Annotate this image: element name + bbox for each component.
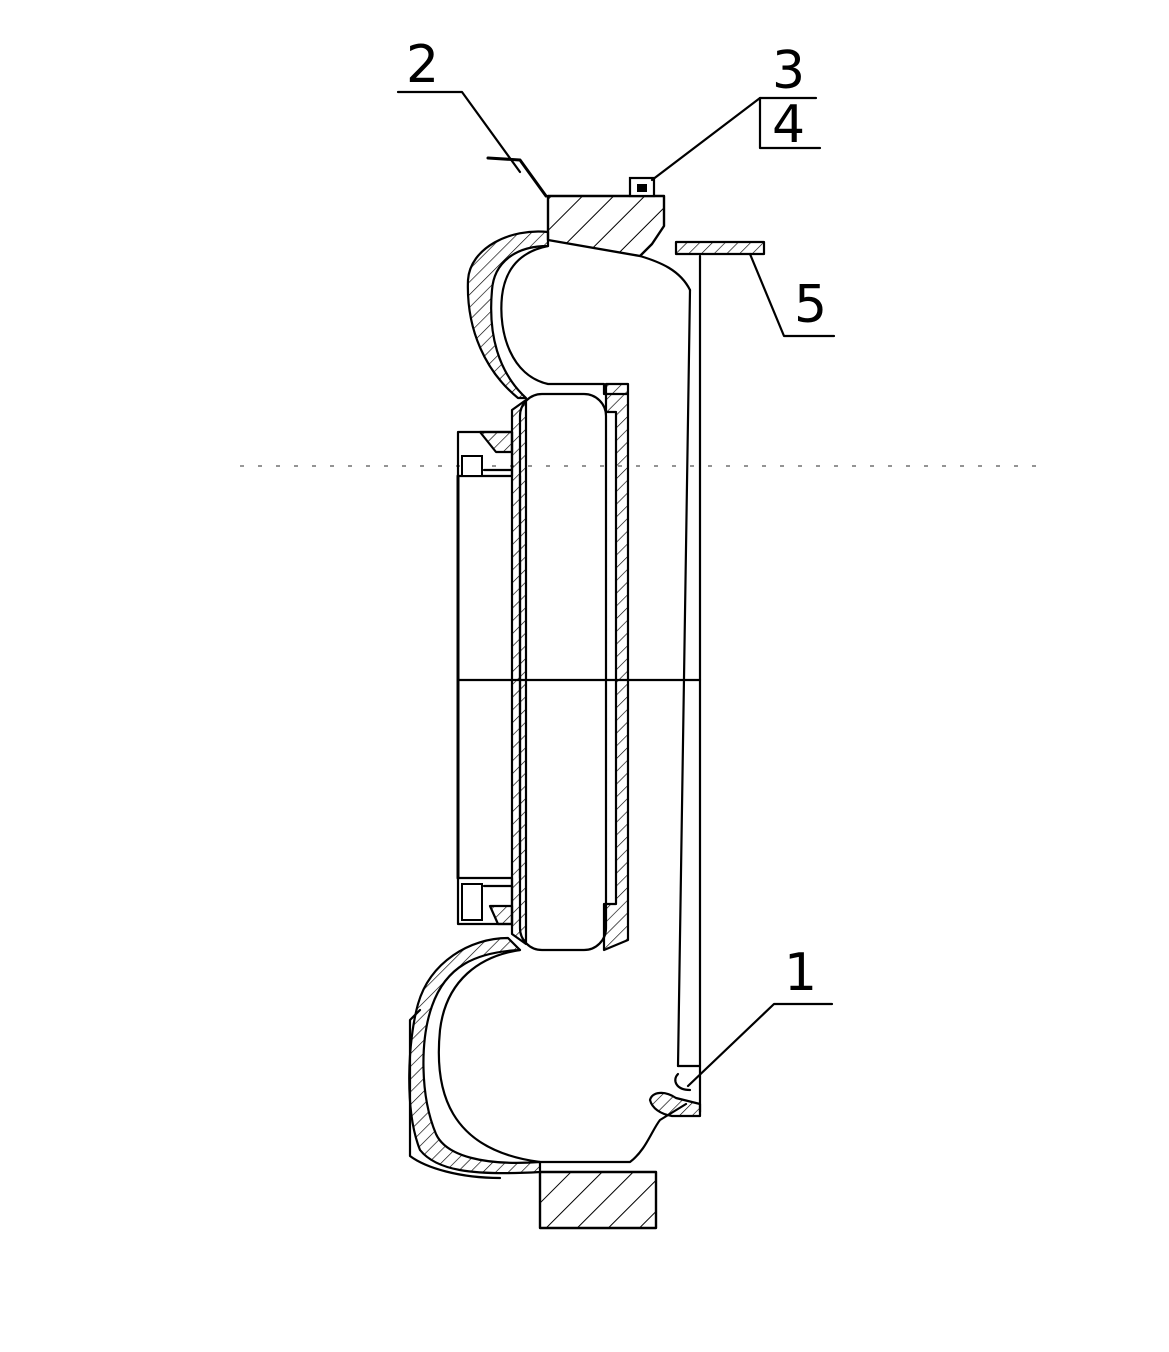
callout-5: 5 — [794, 275, 827, 335]
leader-1 — [686, 1002, 834, 1088]
callout-1: 1 — [784, 943, 817, 1003]
upper-inner-contour — [500, 244, 630, 396]
part-4-pin — [637, 184, 647, 192]
callout-4: 4 — [772, 95, 805, 155]
seal-block-upper — [461, 455, 483, 477]
seal-block-lower — [461, 883, 483, 921]
right-plate — [676, 254, 702, 1114]
callout-3: 3 — [772, 41, 805, 101]
seal-wedge-lower — [488, 904, 514, 926]
part-1-fitting — [648, 1091, 702, 1118]
lower-outer-contour — [408, 1008, 502, 1180]
upper-inner-wall — [638, 254, 692, 292]
leader-5 — [748, 252, 836, 338]
upper-shell — [466, 230, 550, 400]
leader-4 — [758, 96, 822, 150]
hub-wall-right — [602, 382, 630, 952]
callout-2: 2 — [406, 35, 439, 95]
central-pad — [518, 392, 608, 952]
seal-wedge-upper — [478, 430, 514, 454]
top-flange — [546, 194, 666, 258]
part-1-bore — [674, 1072, 692, 1092]
bottom-flange — [538, 1170, 658, 1230]
part-5-tab — [674, 240, 766, 256]
part-2-strap — [486, 156, 548, 198]
lower-shell — [408, 936, 542, 1175]
lower-inner-contour — [437, 948, 688, 1164]
leader-2 — [396, 90, 522, 174]
